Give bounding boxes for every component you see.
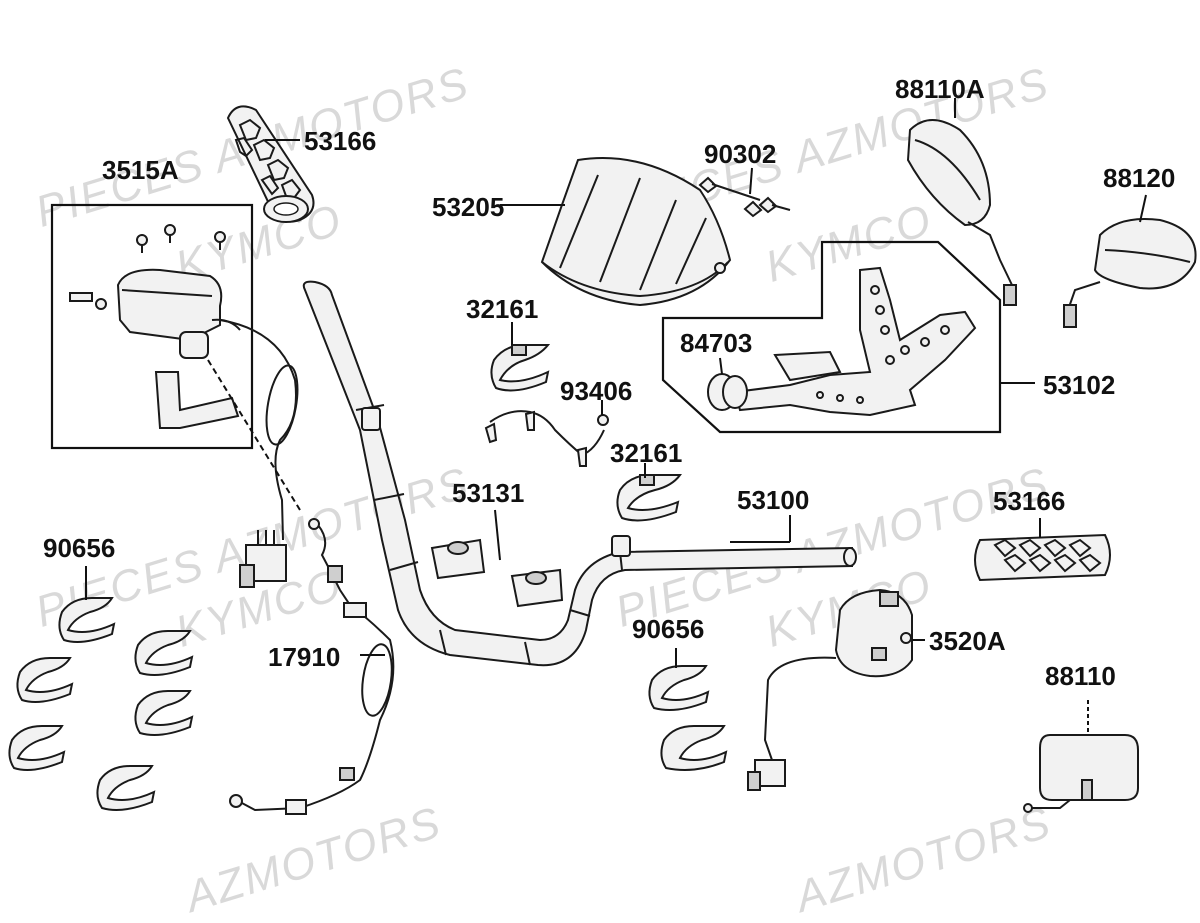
part-number-88120: 88120: [1103, 163, 1176, 193]
bracket-mount-part[interactable]: [707, 266, 977, 417]
leader-line: [749, 167, 753, 195]
part-number-53102: 53102: [1043, 370, 1116, 400]
cable-clip-set-part[interactable]: [8, 597, 194, 811]
ground-wire-part[interactable]: [484, 410, 609, 467]
mirror-right-part[interactable]: [1063, 218, 1197, 328]
part-number-90656: 90656: [632, 614, 705, 644]
part-number-90656: 90656: [43, 533, 116, 563]
leader-line: [494, 509, 501, 561]
throttle-cable-wire: [219, 319, 297, 541]
leader-line: [1139, 194, 1147, 223]
part-number-84703: 84703: [680, 328, 753, 358]
mirror-left-part[interactable]: [906, 119, 1017, 306]
handlebar-tube-part[interactable]: [302, 280, 857, 667]
assembly-box-3515a: [50, 203, 254, 450]
part-number-53131: 53131: [452, 478, 525, 508]
part-number-53100: 53100: [737, 485, 810, 515]
part-number-93406: 93406: [560, 376, 633, 406]
part-number-90302: 90302: [704, 139, 777, 169]
brake-switch-cable-part[interactable]: [229, 518, 396, 815]
handlebar-clamp-part[interactable]: [430, 538, 564, 608]
part-number-32161: 32161: [610, 438, 683, 468]
part-number-17910: 17910: [268, 642, 341, 672]
part-number-3520a: 3520A: [929, 626, 1006, 656]
parts-diagram: [8, 98, 1197, 815]
throttle-housing-part[interactable]: [69, 224, 241, 429]
part-number-88110a: 88110A: [895, 74, 985, 104]
part-number-53166: 53166: [993, 486, 1066, 516]
part-number-3515a: 3515A: [102, 155, 179, 185]
cable-clip-part[interactable]: [490, 344, 551, 392]
part-number-53166: 53166: [304, 126, 377, 156]
part-number-32161: 32161: [466, 294, 539, 324]
cable-clip-set-part[interactable]: [648, 665, 728, 771]
leader-line: [719, 357, 723, 375]
bolt-pair-part[interactable]: [698, 176, 791, 218]
grip-top-part[interactable]: [226, 105, 315, 223]
part-number-88110: 88110: [1045, 661, 1116, 691]
mirror-glass-part[interactable]: [1023, 734, 1139, 813]
cable-clip-part[interactable]: [616, 474, 682, 522]
handlebar-switch-part[interactable]: [747, 588, 913, 791]
grip-right-part[interactable]: [974, 533, 1111, 582]
connector-left-part[interactable]: [239, 530, 287, 588]
assembly-box-53102: [661, 240, 1002, 434]
windshield-visor-part[interactable]: [540, 157, 732, 307]
part-number-53205: 53205: [432, 192, 505, 222]
